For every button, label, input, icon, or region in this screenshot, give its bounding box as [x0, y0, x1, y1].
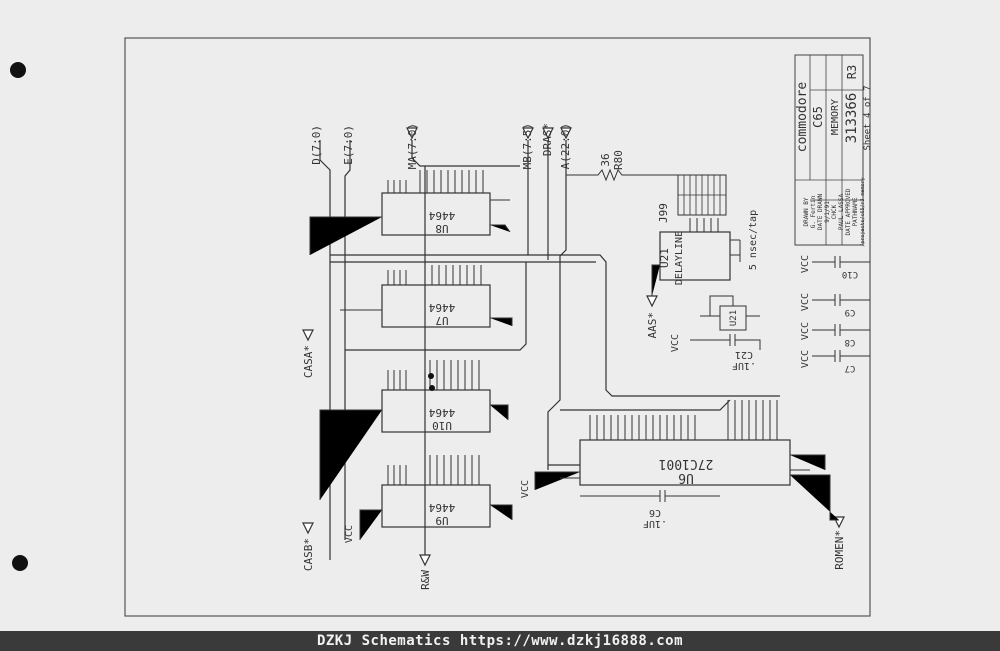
dram-u10 [319, 360, 509, 500]
tb-pathname: /projects/c65/r3 memory [860, 177, 866, 246]
jumper-j99: J99 [657, 174, 727, 223]
binder-hole-bottom [12, 555, 28, 571]
u6-part: 27C1001 [659, 456, 714, 471]
u21-gate-ref: U21 [729, 310, 739, 326]
label-e-bus: E(7:0) [342, 125, 355, 165]
tb-date-drawn: 9/1/91 [824, 201, 831, 223]
r80-value: 36 [599, 153, 612, 166]
label-vcc-u21: VCC [670, 334, 681, 352]
delay-line-u21: U21 DELAYLINE 5 nsec/tap [651, 210, 759, 296]
dram-u7 [340, 265, 513, 328]
dram-u9 [359, 455, 513, 540]
dram-labels: 4464 U8 4464 U7 4464 U10 4464 U9 [428, 209, 455, 527]
label-cas-b: CASB* [302, 538, 315, 571]
binder-hole-top [10, 62, 26, 78]
tb-approved-label: DATE APPROVED [845, 188, 852, 235]
u10-part: 4464 [428, 406, 455, 419]
label-vcc-c8: VCC [800, 322, 811, 340]
u21-gate: U21 [700, 295, 760, 331]
delay-spec: 5 nsec/tap [748, 210, 759, 270]
label-cas-a: CASA* [302, 345, 315, 378]
c9-ref: C9 [845, 307, 856, 317]
c8-ref: C8 [845, 337, 856, 347]
schematic-paper: 4464 U8 4464 U7 4464 U10 4464 U9 27C1001… [0, 0, 1000, 631]
signal-labels: D(7:0) E(7:0) MA(7:0) MB(7:5) DRAS* A(22… [302, 123, 846, 590]
label-dras: DRAS* [541, 123, 554, 156]
u10-ref: U10 [432, 419, 452, 432]
c21-ref: C21 [735, 349, 753, 360]
label-rw: R&W [419, 570, 432, 590]
u9-part: 4464 [428, 501, 455, 514]
label-vcc-u9: VCC [344, 525, 355, 543]
tb-drawn-by: G. Fertin [810, 195, 817, 228]
footer-watermark: DZKJ Schematics https://www.dzkj16888.co… [0, 631, 1000, 651]
u7-part: 4464 [428, 301, 455, 314]
u21-part: DELAYLINE [674, 231, 685, 285]
bus-lines [319, 140, 780, 560]
resistor-r80: 36 R80 [566, 150, 680, 182]
capacitors [690, 256, 870, 362]
label-vcc-c7: VCC [800, 350, 811, 368]
c7-ref: C7 [845, 363, 856, 373]
tb-drawn-by-label: DRAWN BY [803, 197, 810, 226]
tb-revision: R3 [845, 65, 859, 79]
drawing-border [124, 37, 871, 617]
tb-checked-by: PAUL LASSA [838, 194, 845, 231]
u8-part: 4464 [428, 209, 455, 222]
label-vcc-c10: VCC [800, 255, 811, 273]
label-d-bus: D(7:0) [310, 125, 323, 165]
c6-ref: C6 [649, 507, 661, 518]
u21-ref: U21 [658, 248, 671, 268]
capacitor-labels: C21 .1UF C6 .1UF C10 C9 C8 C7 [643, 269, 858, 529]
tb-sheet-title: MEMORY [830, 99, 841, 135]
label-a-bus: A(22:0) [559, 123, 572, 169]
label-vcc-u6: VCC [520, 480, 531, 498]
j99-ref: J99 [657, 203, 670, 223]
tb-product: C65 [811, 106, 825, 128]
label-vcc-c9: VCC [800, 293, 811, 311]
label-ma-bus: MA(7:0) [406, 123, 419, 169]
label-mb-bus: MB(7:5) [521, 123, 534, 169]
c6-value: .1UF [643, 518, 667, 529]
tb-company: commodore [795, 82, 810, 153]
title-block: commodore C65 MEMORY 313366 R3 Sheet 4 o… [794, 54, 873, 247]
rom-u6: 27C1001 U6 [534, 400, 839, 521]
dram-u8 [309, 170, 511, 255]
tb-pathname-label: PATHNAME [852, 197, 859, 226]
u9-ref: U9 [435, 514, 448, 527]
tb-checked-label: CHCK [831, 204, 838, 219]
r80-ref: R80 [612, 150, 625, 170]
u6-ref: U6 [678, 470, 694, 485]
tb-date-drawn-label: DATE DRAWN [817, 194, 824, 231]
memory-schematic: 4464 U8 4464 U7 4464 U10 4464 U9 27C1001… [124, 37, 873, 617]
label-aas: AAS* [646, 312, 659, 339]
u8-ref: U8 [435, 222, 448, 235]
c10-ref: C10 [842, 269, 858, 279]
label-romen: ROMEN* [833, 530, 846, 570]
c21-value: .1UF [732, 360, 756, 371]
tb-sheet: Sheet 4 of 7 [863, 85, 873, 150]
tb-part-number: 313366 [844, 93, 860, 144]
u7-ref: U7 [435, 314, 448, 327]
